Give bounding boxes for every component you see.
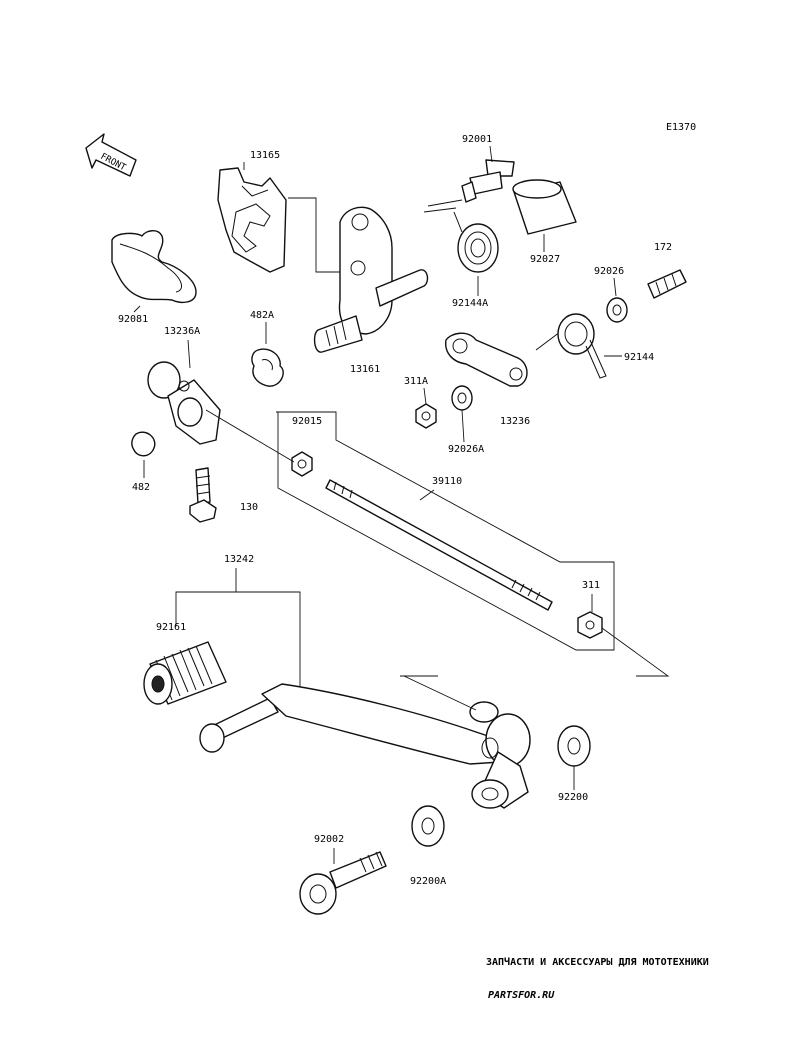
part-92161-pedal-rubber[interactable] [143,641,227,705]
part-13161-shift-shaft[interactable] [313,206,429,353]
label-92144A: 92144A [452,298,488,309]
label-311: 311 [582,580,600,591]
watermark-brand: PARTSFOR.RU [488,990,555,1001]
part-39110-tie-rod[interactable] [325,479,553,611]
diagram-ref-code: E1370 [666,122,696,133]
label-92144: 92144 [624,352,654,363]
label-92015: 92015 [292,416,322,427]
part-172-stud[interactable] [647,269,687,299]
label-13161: 13161 [350,364,380,375]
part-130-bolt[interactable] [189,467,217,523]
watermark-tagline: ЗАПЧАСТИ И АКСЕССУАРЫ ДЛЯ МОТОТЕХНИКИ [486,956,709,968]
label-92161: 92161 [156,622,186,633]
part-311A-nut[interactable] [415,403,437,429]
label-130: 130 [240,502,258,513]
label-92081: 92081 [118,314,148,325]
label-13165: 13165 [250,150,280,161]
label-92200: 92200 [558,792,588,803]
part-13236-lever[interactable] [445,332,528,387]
part-92001-pin[interactable] [461,159,515,203]
label-92026A: 92026A [448,444,484,455]
label-92026: 92026 [594,266,624,277]
part-92200A-washer[interactable] [411,805,445,847]
label-482A: 482A [250,310,274,321]
label-13242: 13242 [224,554,254,565]
part-92002-pivot-bolt[interactable] [299,851,387,915]
part-13165-plate[interactable] [217,167,287,273]
label-13236A: 13236A [164,326,200,337]
label-172: 172 [654,242,672,253]
part-92026A-washer[interactable] [451,385,473,411]
part-482-circlip[interactable] [131,431,156,457]
part-482A-circlip[interactable] [251,348,284,387]
label-482: 482 [132,482,150,493]
part-92027-collar[interactable] [512,179,577,235]
part-13242-shift-pedal[interactable] [199,683,531,809]
label-92200A: 92200A [410,876,446,887]
part-311-nut[interactable] [577,611,603,639]
label-311A: 311A [404,376,428,387]
watermark: ЗАПЧАСТИ И АКСЕССУАРЫ ДЛЯ МОТОТЕХНИКИ PA… [486,956,709,1001]
label-92001: 92001 [462,134,492,145]
part-13236A-arm[interactable] [147,361,221,445]
part-92200-washer[interactable] [557,725,591,767]
part-92026-washer[interactable] [606,297,628,323]
label-92002: 92002 [314,834,344,845]
front-arrow-icon: FRONT [85,133,137,177]
label-39110: 39110 [432,476,462,487]
part-92015-nut[interactable] [291,451,313,477]
label-13236: 13236 [500,416,530,427]
part-92081-gasket[interactable] [111,230,197,304]
label-92027: 92027 [530,254,560,265]
part-92144A-spring[interactable] [423,199,499,273]
part-92144-spring[interactable] [535,313,607,379]
